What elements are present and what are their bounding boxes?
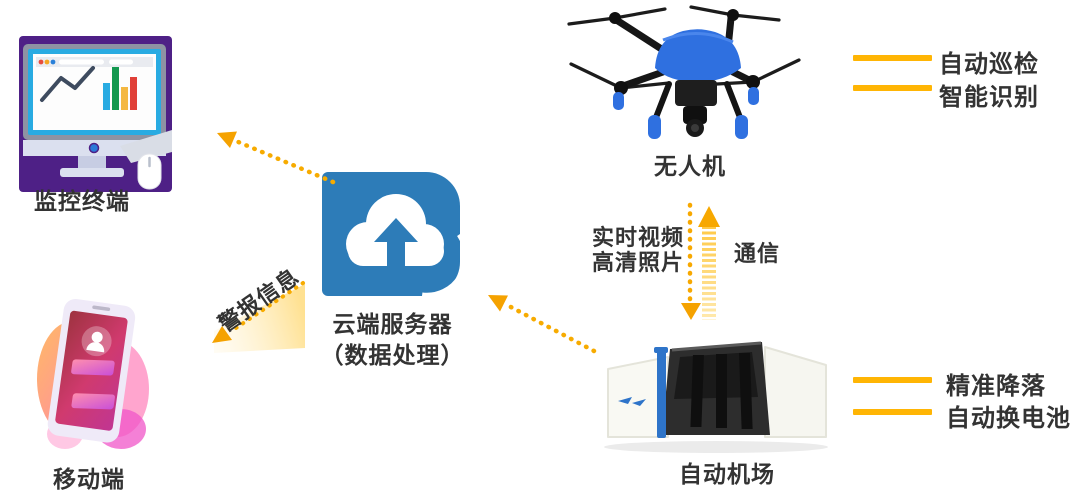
dock-rim-highlight: [671, 341, 762, 352]
phone-speaker: [92, 305, 111, 312]
cloud-node-sublabel: （数据处理）: [320, 342, 465, 368]
pointer-hand-icon: [120, 130, 172, 163]
dock-station-icon: [604, 341, 828, 453]
browser-dot-yellow: [44, 59, 50, 65]
dock-rib-1: [690, 355, 704, 427]
dock-blue-stripe: [657, 350, 666, 438]
cloud-upload-glyph: [346, 194, 444, 266]
mobile-phone-icon: [37, 298, 149, 449]
message-bar-2: [71, 393, 115, 410]
drone-body: [655, 29, 741, 82]
landing-foot-right: [735, 115, 748, 139]
monitor-stand-base: [60, 168, 124, 177]
drone-icon: [567, 5, 801, 139]
line-chart-glyph: [40, 66, 95, 102]
monitor-stand-neck: [78, 156, 106, 168]
drone-feature-line-1: [853, 55, 932, 61]
downlink-label-line2: 高清照片: [592, 250, 685, 276]
motor-pods: [609, 9, 760, 95]
monitor-camera-dot: [88, 142, 100, 154]
uplink-label: 通信: [734, 241, 781, 266]
dock-left-panel: [607, 356, 669, 438]
phone-body: [47, 298, 136, 443]
dock-right-panel: [764, 346, 827, 438]
arrow-cloud-to-monitor: [217, 131, 336, 185]
dock-logo: [618, 397, 646, 406]
drone-node-label: 无人机: [654, 153, 726, 179]
camera-gimbal: [675, 80, 717, 137]
dock-node-label: 自动机场: [679, 461, 775, 487]
arrow-dock-to-cloud: [488, 295, 597, 354]
message-bar-1: [71, 359, 115, 376]
browser-dot-blue: [50, 59, 56, 65]
dock-feature-2: 自动换电池: [946, 405, 1071, 432]
pod-foot-right: [748, 87, 759, 105]
upload-arrow-glyph: [374, 218, 418, 266]
browser-pill-2: [109, 59, 133, 65]
alarm-info-label: 警报信息: [213, 263, 304, 337]
landing-legs: [652, 81, 744, 123]
dock-feature-1: 精准降落: [946, 373, 1046, 400]
cloud-node-label-wrap: 云端服务器 （数据处理）: [305, 309, 480, 371]
cloud-server-icon: [322, 172, 464, 300]
dock-body: [607, 341, 827, 438]
dock-shadow: [604, 441, 828, 453]
dock-rib-3: [738, 353, 753, 429]
mobile-node-label: 移动端: [53, 466, 125, 492]
dock-feature-line-2: [853, 409, 932, 415]
dock-rib-2: [716, 354, 727, 428]
drone-body-highlight: [662, 31, 734, 44]
avatar: [81, 326, 112, 357]
drone-feature-line-2: [853, 85, 932, 91]
dock-feature-line-1: [853, 377, 932, 383]
downlink-label: 实时视频 高清照片: [592, 225, 684, 276]
mouse-icon: [137, 153, 162, 190]
drone-feature-1: 自动巡检: [939, 51, 1039, 78]
monitor-node-label: 监控终端: [34, 188, 130, 214]
cloud-icon-swoosh: [421, 232, 464, 300]
downlink-label-line1: 实时视频: [592, 225, 685, 250]
browser-dot-red: [38, 59, 44, 65]
monitor-terminal-icon: [19, 36, 172, 192]
arrow-dock-to-drone-up: [698, 206, 720, 320]
landing-foot-left: [648, 115, 661, 139]
cloud-node-label: 云端服务器: [332, 311, 453, 337]
bar-chart-glyph: [103, 67, 137, 110]
pod-foot-left: [613, 92, 624, 110]
browser-address-pill: [59, 59, 104, 65]
drone-feature-2: 智能识别: [939, 84, 1039, 111]
